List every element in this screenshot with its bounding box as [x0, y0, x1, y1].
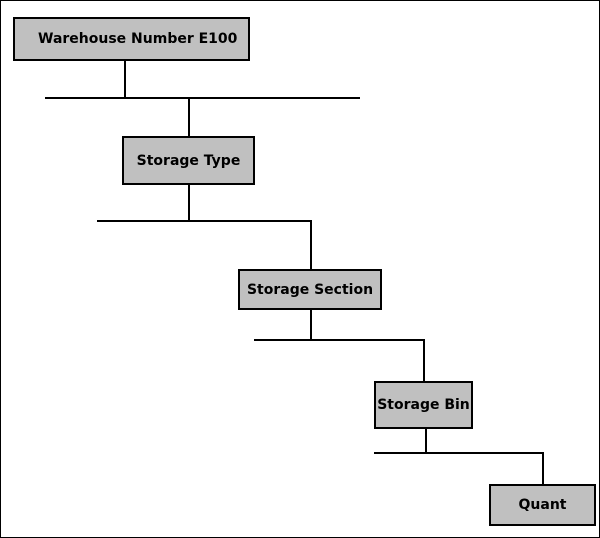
bus-level-4 — [374, 452, 544, 454]
connector-storage-type-down — [188, 185, 190, 221]
connector-storage-bin-down — [425, 429, 427, 453]
connector-warehouse-down — [124, 61, 126, 98]
connector-to-storage-type — [188, 97, 190, 137]
node-storage-section: Storage Section — [238, 269, 382, 310]
bus-level-2 — [97, 220, 312, 222]
node-storage-bin-label: Storage Bin — [377, 397, 470, 413]
node-storage-type-label: Storage Type — [136, 152, 241, 169]
node-warehouse-number: Warehouse Number E100 — [13, 17, 250, 61]
connector-to-storage-section — [310, 220, 312, 270]
connector-to-quant — [542, 452, 544, 485]
bus-level-1 — [45, 97, 360, 99]
node-warehouse-number-label: Warehouse Number E100 — [38, 31, 238, 47]
node-quant: Quant — [489, 484, 596, 526]
connector-to-storage-bin — [423, 339, 425, 382]
bus-level-3 — [254, 339, 425, 341]
node-storage-type: Storage Type — [122, 136, 255, 185]
node-storage-section-label: Storage Section — [246, 281, 374, 298]
node-storage-bin: Storage Bin — [374, 381, 473, 429]
connector-storage-section-down — [310, 310, 312, 340]
node-quant-label: Quant — [518, 497, 567, 513]
